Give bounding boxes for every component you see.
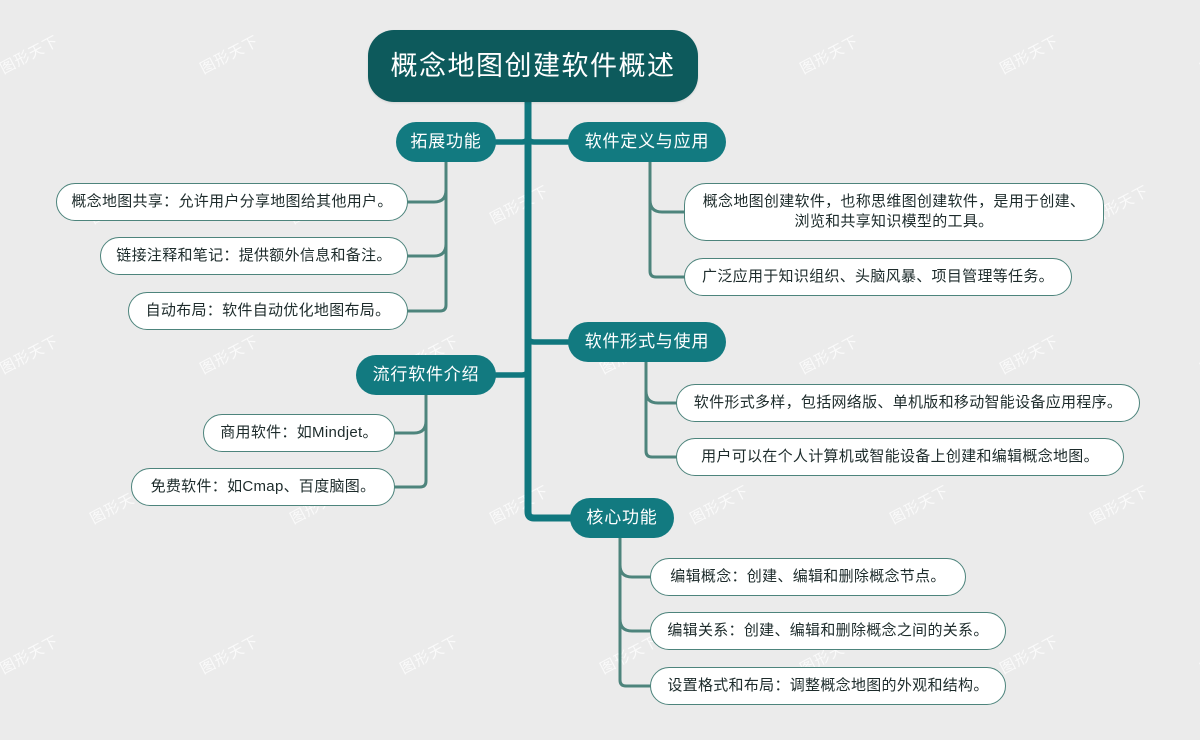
- watermark-text: 图形天下: [996, 631, 1062, 678]
- leaf-node-popular-0[interactable]: 商用软件：如Mindjet。: [203, 414, 395, 452]
- watermark-text: 图形天下: [196, 31, 262, 78]
- leaf-node-core-1[interactable]: 编辑关系：创建、编辑和删除概念之间的关系。: [650, 612, 1006, 650]
- connector-line: [393, 419, 428, 435]
- connector-line: [644, 389, 678, 405]
- connector-line: [618, 563, 652, 579]
- connector-line: [648, 160, 686, 279]
- watermark-text: 图形天下: [0, 631, 62, 678]
- watermark-text: 图形天下: [486, 181, 552, 228]
- leaf-label-expand-0: 概念地图共享：允许用户分享地图给其他用户。: [71, 192, 393, 210]
- leaf-node-core-2[interactable]: 设置格式和布局：调整概念地图的外观和结构。: [650, 667, 1006, 705]
- watermark-text: 图形天下: [996, 31, 1062, 78]
- branch-node-expand[interactable]: 拓展功能: [396, 122, 496, 162]
- leaf-label-definition-1: 广泛应用于知识组织、头脑风暴、项目管理等任务。: [702, 267, 1054, 285]
- branch-label-form: 软件形式与使用: [584, 331, 710, 351]
- watermark-text: 图形天下: [1086, 481, 1152, 528]
- leaf-node-expand-1[interactable]: 链接注释和笔记：提供额外信息和备注。: [100, 237, 408, 275]
- leaf-label-expand-2: 自动布局：软件自动优化地图布局。: [145, 301, 391, 319]
- watermark-text: 图形天下: [1196, 31, 1200, 78]
- leaf-label-expand-1: 链接注释和笔记：提供额外信息和备注。: [116, 246, 392, 264]
- leaf-node-popular-1[interactable]: 免费软件：如Cmap、百度脑图。: [131, 468, 395, 506]
- branch-node-definition[interactable]: 软件定义与应用: [568, 122, 726, 162]
- leaf-node-expand-2[interactable]: 自动布局：软件自动优化地图布局。: [128, 292, 408, 330]
- leaf-label-popular-0: 商用软件：如Mindjet。: [220, 423, 378, 441]
- watermark-text: 图形天下: [0, 331, 62, 378]
- leaf-label-form-0: 软件形式多样，包括网络版、单机版和移动智能设备应用程序。: [693, 393, 1123, 411]
- watermark-text: 图形天下: [686, 481, 752, 528]
- leaf-label-core-2: 设置格式和布局：调整概念地图的外观和结构。: [667, 676, 989, 694]
- leaf-label-form-1: 用户可以在个人计算机或智能设备上创建和编辑概念地图。: [701, 447, 1099, 465]
- root-node[interactable]: 概念地图创建软件概述: [368, 30, 698, 102]
- leaf-node-definition-1[interactable]: 广泛应用于知识组织、头脑风暴、项目管理等任务。: [684, 258, 1072, 296]
- branch-node-popular[interactable]: 流行软件介绍: [356, 355, 496, 395]
- leaf-node-core-0[interactable]: 编辑概念：创建、编辑和删除概念节点。: [650, 558, 966, 596]
- root-node-label: 概念地图创建软件概述: [390, 50, 676, 81]
- watermark-text: 图形天下: [196, 331, 262, 378]
- branch-label-popular: 流行软件介绍: [372, 364, 480, 384]
- leaf-node-form-1[interactable]: 用户可以在个人计算机或智能设备上创建和编辑概念地图。: [676, 438, 1124, 476]
- connector-line: [406, 188, 448, 204]
- connector-line: [618, 617, 652, 633]
- watermark-text: 图形天下: [886, 481, 952, 528]
- watermark-text: 图形天下: [196, 631, 262, 678]
- branch-label-core: 核心功能: [586, 507, 658, 527]
- connector-line: [524, 98, 574, 522]
- connector-line: [493, 133, 531, 145]
- watermark-text: 图形天下: [486, 481, 552, 528]
- leaf-label-core-0: 编辑概念：创建、编辑和删除概念节点。: [670, 567, 946, 585]
- branch-label-expand: 拓展功能: [410, 131, 482, 151]
- connector-line: [525, 133, 571, 145]
- connector-line: [644, 360, 678, 459]
- connector-line: [493, 366, 531, 378]
- watermark-text: 图形天下: [796, 31, 862, 78]
- leaf-label-popular-1: 免费软件：如Cmap、百度脑图。: [150, 477, 376, 495]
- connector-line: [525, 333, 571, 345]
- leaf-label-core-1: 编辑关系：创建、编辑和删除概念之间的关系。: [667, 621, 989, 639]
- connector-line: [393, 393, 428, 489]
- connector-line: [406, 242, 448, 258]
- branch-node-form[interactable]: 软件形式与使用: [568, 322, 726, 362]
- leaf-node-expand-0[interactable]: 概念地图共享：允许用户分享地图给其他用户。: [56, 183, 408, 221]
- branch-node-core[interactable]: 核心功能: [570, 498, 674, 538]
- connector-line: [618, 536, 652, 688]
- leaf-label-definition-0: 概念地图创建软件，也称思维图创建软件，是用于创建、 浏览和共享知识模型的工具。: [702, 192, 1086, 230]
- leaf-node-form-0[interactable]: 软件形式多样，包括网络版、单机版和移动智能设备应用程序。: [676, 384, 1140, 422]
- watermark-text: 图形天下: [0, 31, 62, 78]
- leaf-node-definition-0[interactable]: 概念地图创建软件，也称思维图创建软件，是用于创建、 浏览和共享知识模型的工具。: [684, 183, 1104, 241]
- connector-line: [648, 198, 686, 214]
- watermark-text: 图形天下: [396, 631, 462, 678]
- watermark-text: 图形天下: [1196, 331, 1200, 378]
- watermark-text: 图形天下: [796, 331, 862, 378]
- watermark-text: 图形天下: [996, 331, 1062, 378]
- connector-line: [406, 160, 448, 313]
- branch-label-definition: 软件定义与应用: [584, 131, 710, 151]
- watermark-text: 图形天下: [1196, 631, 1200, 678]
